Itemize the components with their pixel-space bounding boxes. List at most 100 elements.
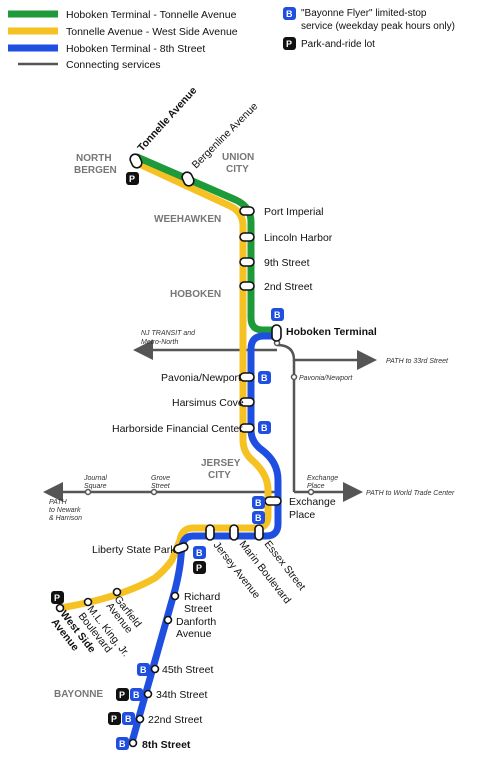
- p-badge-liberty: P: [193, 561, 206, 574]
- exchange-place-marker: [264, 496, 282, 506]
- label-pavonia: Pavonia/Newport: [161, 372, 241, 384]
- marin-marker: [229, 524, 239, 541]
- b-badge-harborside: B: [258, 421, 271, 434]
- label-lincoln-harbor: Lincoln Harbor: [264, 232, 333, 244]
- richard-marker: [170, 591, 180, 601]
- b-badge-8th: B: [116, 737, 129, 750]
- yellow-line: [56, 159, 272, 612]
- legend-p-badge: [283, 37, 296, 50]
- tonnelle-marker: [129, 153, 143, 169]
- harborside-marker: [239, 423, 255, 433]
- b-badge-exchange-2: B: [252, 511, 265, 524]
- hoboken-terminal-marker: [271, 324, 282, 342]
- legend-b-text2: service (weekday peak hours only): [301, 21, 455, 32]
- label-exchange-2: Place: [289, 509, 315, 521]
- legend-blue-label: Hoboken Terminal - 8th Street: [66, 43, 205, 55]
- 8th-marker: [128, 738, 138, 748]
- area-union-city-2: CITY: [226, 164, 249, 175]
- conn-path33: PATH to 33rd Street: [386, 358, 449, 365]
- garfield-marker: [112, 587, 122, 597]
- label-harborside: Harborside Financial Center: [112, 423, 243, 435]
- essex-marker: [254, 524, 264, 541]
- legend: Hoboken Terminal - Tonnelle Avenue Tonne…: [8, 7, 455, 71]
- blue-line: [128, 332, 282, 746]
- exchange-place-path-stop: [307, 488, 315, 496]
- svg-text:B: B: [261, 373, 268, 383]
- b-badge-liberty: B: [193, 546, 206, 559]
- path-stops: [84, 339, 315, 496]
- conn-grove-2: Street: [151, 483, 171, 490]
- conn-njt-1: NJ TRANSIT and: [141, 330, 196, 337]
- liberty-marker: [173, 542, 189, 554]
- area-weehawken: WEEHAWKEN: [154, 214, 221, 225]
- west-side-marker: [55, 603, 65, 613]
- b-badge-pavonia: B: [258, 371, 271, 384]
- label-harsimus: Harsimus Cove: [172, 397, 244, 409]
- area-north-bergen-2: BERGEN: [74, 165, 117, 176]
- label-danforth-1: Danforth: [176, 616, 216, 628]
- 9th-street-marker: [239, 257, 255, 267]
- svg-text:B: B: [255, 513, 262, 523]
- port-imperial-marker: [239, 206, 255, 216]
- b-badge-hoboken: B: [271, 308, 284, 321]
- label-8th: 8th Street: [142, 739, 191, 751]
- legend-p-badge-text: P: [286, 39, 292, 49]
- area-union-city-1: UNION: [222, 152, 254, 163]
- label-exchange-1: Exchange: [289, 496, 336, 508]
- svg-text:B: B: [133, 690, 140, 700]
- b-badge-22nd: B: [122, 712, 135, 725]
- label-34th: 34th Street: [156, 689, 207, 701]
- label-port-imperial: Port Imperial: [264, 206, 324, 218]
- conn-wtc: PATH to World Trade Center: [366, 490, 455, 497]
- conn-exch-path-1: Exchange: [307, 475, 338, 482]
- label-45th: 45th Street: [162, 664, 213, 676]
- legend-p-text: Park-and-ride lot: [301, 39, 375, 50]
- conn-newark-1: PATH: [49, 499, 68, 506]
- jersey-ave-marker: [205, 524, 215, 541]
- label-22nd: 22nd Street: [148, 714, 202, 726]
- legend-b-badge: [283, 7, 296, 20]
- connection-labels: NJ TRANSIT and Metro-North PATH to 33rd …: [49, 330, 455, 522]
- area-bayonne: BAYONNE: [54, 689, 103, 700]
- svg-text:P: P: [54, 593, 60, 603]
- area-hoboken: HOBOKEN: [170, 289, 221, 300]
- 45th-marker: [150, 664, 160, 674]
- svg-text:B: B: [274, 310, 281, 320]
- svg-text:B: B: [261, 423, 268, 433]
- label-danforth-2: Avenue: [176, 628, 212, 640]
- legend-green-label: Hoboken Terminal - Tonnelle Avenue: [66, 9, 237, 21]
- svg-text:B: B: [140, 665, 147, 675]
- bergenline-marker: [181, 171, 195, 187]
- label-9th-street: 9th Street: [264, 257, 310, 269]
- area-labels: NORTH BERGEN UNION CITY WEEHAWKEN HOBOKE…: [54, 152, 254, 700]
- p-badge-34th: P: [116, 688, 129, 701]
- 22nd-marker: [135, 714, 145, 724]
- label-richard-1: Richard: [184, 591, 220, 603]
- label-liberty: Liberty State Park: [92, 544, 176, 556]
- path-33rd-connector: [276, 343, 377, 370]
- conn-grove-1: Grove: [151, 475, 170, 482]
- conn-journal-1: Journal: [83, 475, 107, 482]
- danforth-marker: [163, 615, 173, 625]
- legend-yellow-label: Tonnelle Avenue - West Side Avenue: [66, 26, 238, 38]
- b-badge-exchange-1: B: [252, 496, 265, 509]
- area-jersey-city-1: JERSEY: [201, 458, 241, 469]
- conn-newark-2: to Newark: [49, 507, 81, 514]
- journal-square-stop: [84, 488, 92, 496]
- svg-text:P: P: [111, 714, 117, 724]
- conn-exch-path-2: Place: [307, 483, 325, 490]
- legend-b-text1: "Bayonne Flyer" limited-stop: [301, 8, 427, 19]
- p-badge-22nd: P: [108, 712, 121, 725]
- label-richard-2: Street: [184, 603, 212, 615]
- 2nd-street-marker: [239, 281, 255, 291]
- area-jersey-city-2: CITY: [208, 470, 231, 481]
- label-tonnelle: Tonnelle Avenue: [135, 85, 199, 154]
- pavonia-marker: [239, 372, 255, 382]
- legend-b-badge-text: B: [286, 9, 293, 19]
- svg-text:B: B: [255, 498, 262, 508]
- station-labels: Tonnelle Avenue Bergenline Avenue Port I…: [49, 85, 377, 751]
- grove-street-stop: [150, 488, 158, 496]
- svg-text:P: P: [129, 174, 135, 184]
- p-badge-tonnelle: P: [126, 172, 139, 185]
